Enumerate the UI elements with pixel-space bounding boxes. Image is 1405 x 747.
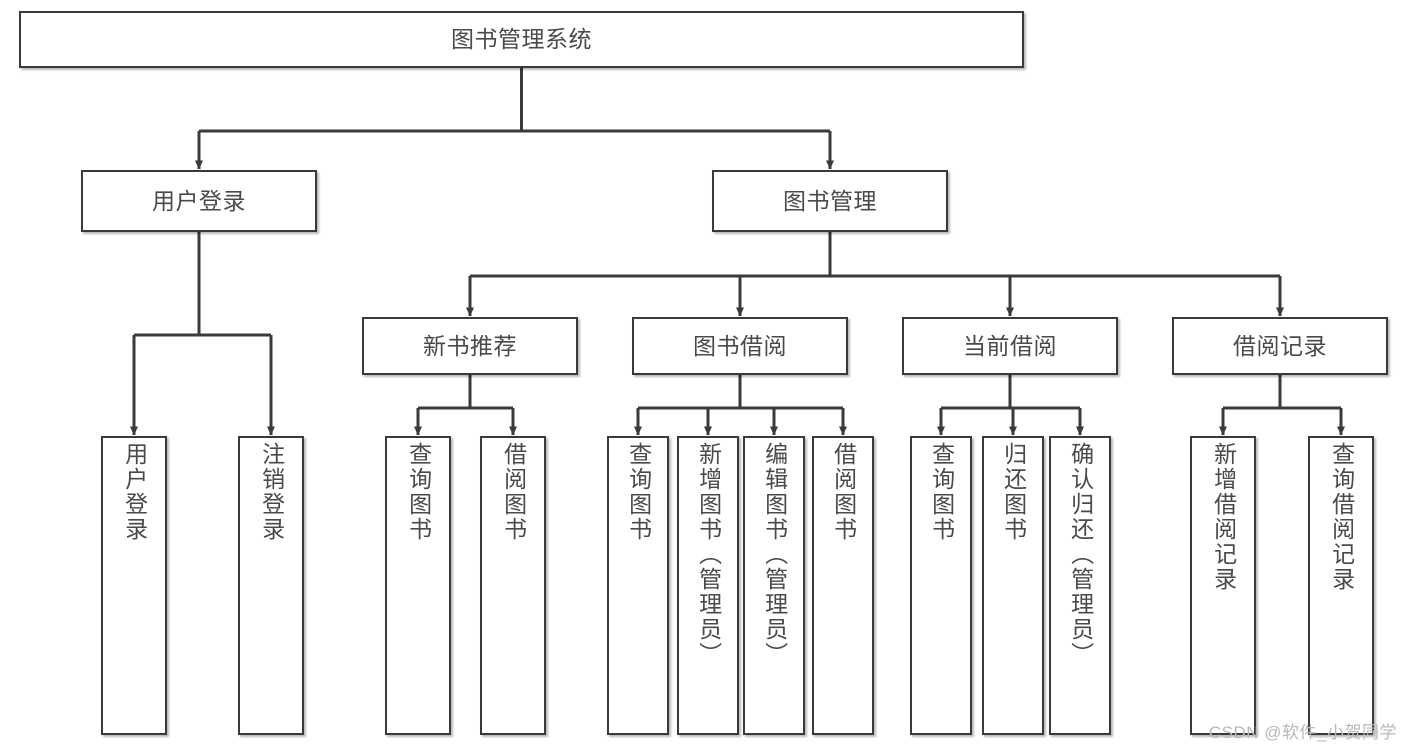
node-leaf-leaf-edit-book[interactable]: 编辑图书（管理员） [743,436,805,735]
node-label: 注销登录 [258,442,285,542]
node-label: 借阅图书 [500,442,527,542]
node-level2-user-login[interactable]: 用户登录 [81,170,317,232]
node-label: 用户登录 [121,442,148,542]
node-label: 编辑图书（管理员） [761,442,788,667]
edges-group [130,68,1345,436]
node-label: 借阅记录 [1233,332,1327,359]
node-label: 查询图书 [625,442,652,542]
node-leaf-leaf-logout[interactable]: 注销登录 [238,436,304,735]
node-root-root[interactable]: 图书管理系统 [19,11,1024,68]
watermark-text: CSDN @软件_小贺同学 [1208,723,1397,742]
node-label: 确认归还（管理员） [1067,442,1094,667]
node-level3-book-borrow[interactable]: 图书借阅 [632,317,848,375]
node-leaf-leaf-borrow-book-1[interactable]: 借阅图书 [480,436,546,735]
node-level3-current-borrow[interactable]: 当前借阅 [902,317,1118,375]
node-label: 当前借阅 [963,332,1057,359]
node-leaf-leaf-confirm-return[interactable]: 确认归还（管理员） [1049,436,1111,735]
node-label: 新书推荐 [423,332,517,359]
node-leaf-leaf-add-book[interactable]: 新增图书（管理员） [677,436,739,735]
node-label: 借阅图书 [830,442,857,542]
node-label: 查询图书 [405,442,432,542]
node-leaf-leaf-query-record[interactable]: 查询借阅记录 [1308,436,1374,735]
node-level3-borrow-record[interactable]: 借阅记录 [1172,317,1388,375]
node-leaf-leaf-user-login[interactable]: 用户登录 [101,436,167,735]
node-label: 图书管理 [783,187,877,214]
node-leaf-leaf-query-book-2[interactable]: 查询图书 [607,436,669,735]
node-label: 归还图书 [1000,442,1027,542]
node-label: 新增借阅记录 [1210,442,1237,592]
node-leaf-leaf-add-record[interactable]: 新增借阅记录 [1190,436,1256,735]
node-label: 新增图书（管理员） [695,442,722,667]
node-level3-new-book-rec[interactable]: 新书推荐 [362,317,578,375]
node-leaf-leaf-return-book[interactable]: 归还图书 [982,436,1044,735]
node-leaf-leaf-borrow-book-2[interactable]: 借阅图书 [812,436,874,735]
node-label: 查询图书 [928,442,955,542]
node-label: 图书管理系统 [451,26,592,52]
node-label: 查询借阅记录 [1328,442,1355,592]
node-label: 图书借阅 [693,332,787,359]
node-leaf-leaf-query-book-1[interactable]: 查询图书 [385,436,451,735]
node-label: 用户登录 [152,187,246,214]
node-leaf-leaf-query-book-3[interactable]: 查询图书 [910,436,972,735]
node-level2-book-manage[interactable]: 图书管理 [712,170,948,232]
